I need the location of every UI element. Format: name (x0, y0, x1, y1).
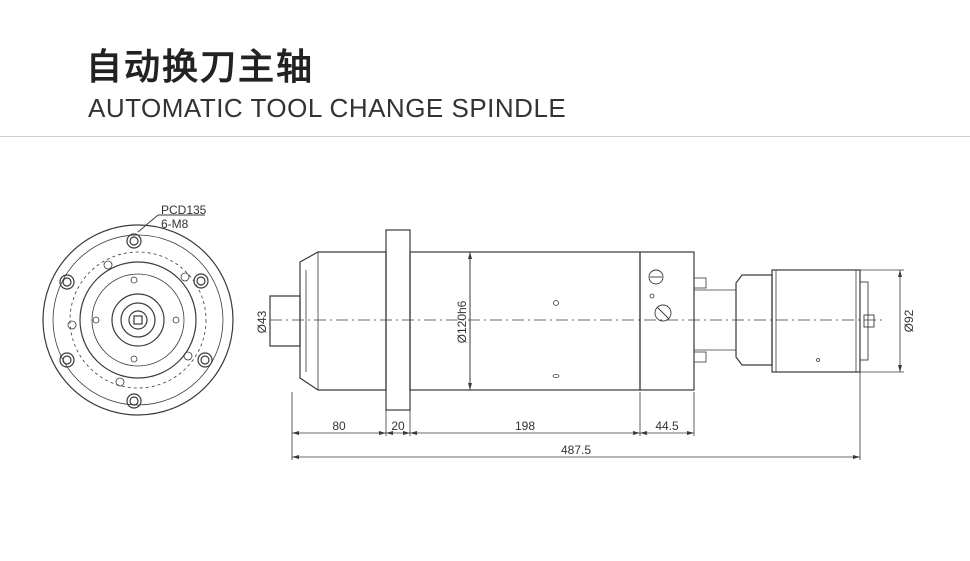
rear-cap (639, 251, 695, 391)
page-title-en: AUTOMATIC TOOL CHANGE SPINDLE (88, 93, 567, 123)
spindle-nose (269, 295, 301, 347)
dim-motor-diameter: Ø92 (902, 309, 916, 332)
dim-tail-length: 44.5 (655, 419, 679, 433)
spindle-bore (128, 310, 148, 330)
thread-label: 6-M8 (161, 217, 189, 231)
motor-housing (771, 269, 861, 373)
rear-port-main (654, 304, 672, 322)
hub-inner-circle (120, 302, 156, 338)
hub-circle (111, 293, 165, 347)
dimension-lines (269, 252, 904, 460)
dim-body-length: 198 (515, 419, 535, 433)
spindle-body (409, 251, 641, 391)
front-view (42, 214, 234, 416)
rod-bottom (693, 351, 707, 363)
dim-flange-width: 20 (391, 419, 405, 433)
flange-inner-circle (52, 234, 224, 406)
pcd-leader (137, 214, 159, 233)
header-divider (0, 136, 970, 137)
body-inner-circle (91, 273, 185, 367)
drive-key (133, 315, 143, 325)
side-view (269, 229, 885, 411)
motor-end-cap (859, 281, 869, 361)
dim-nose-diameter: Ø43 (255, 310, 269, 333)
dimension-arrows (292, 252, 902, 459)
dim-total-length: 487.5 (561, 443, 591, 457)
page-title-zh: 自动换刀主轴 (86, 47, 315, 88)
motor-connector (863, 314, 875, 328)
pcd-circle (69, 251, 207, 389)
mounting-bolts (59, 233, 213, 409)
rear-port-top (648, 269, 664, 285)
dim-body-diameter: Ø120h6 (455, 300, 469, 343)
front-cap (299, 251, 387, 391)
dim-nose-length: 80 (332, 419, 346, 433)
body-circle (79, 261, 197, 379)
rod-top (693, 277, 707, 289)
flange-outer-circle (42, 224, 234, 416)
small-holes (67, 260, 193, 387)
pcd-label: PCD135 (161, 203, 207, 217)
